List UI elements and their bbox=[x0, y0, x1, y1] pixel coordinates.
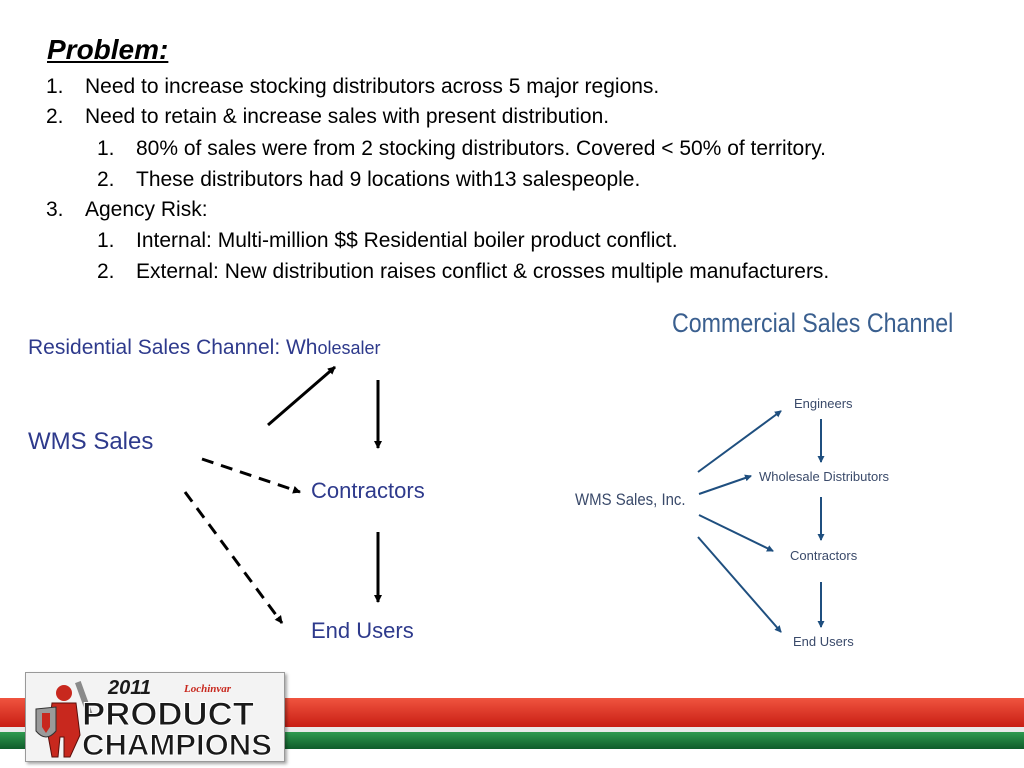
list-number: 2. bbox=[97, 260, 115, 283]
knight-icon bbox=[35, 681, 93, 758]
arrow-com-wms-to-contractors bbox=[698, 514, 774, 552]
commercial-channel-title: Commercial Sales Channel bbox=[672, 308, 954, 338]
arrow-com-wms-to-engineers bbox=[697, 410, 782, 473]
residential-channel-title: Residential Sales Channel: Wholesaler bbox=[28, 334, 381, 362]
residential-end-users-label: End Users bbox=[311, 618, 414, 643]
list-number: 1. bbox=[97, 137, 115, 160]
problem-title: Problem: bbox=[47, 34, 169, 65]
list-text: Internal: Multi-million $$ Residential b… bbox=[136, 229, 678, 252]
residential-wms-sales-label: WMS Sales bbox=[28, 428, 154, 455]
channel-arrows bbox=[183, 365, 825, 633]
list-number: 2. bbox=[97, 168, 115, 191]
commercial-wholesale-label: Wholesale Distributors bbox=[759, 469, 890, 484]
list-number: 3. bbox=[46, 198, 64, 221]
product-champions-logo: 2011 Lochinvar PRODUCT CHAMPIONS bbox=[25, 672, 285, 762]
arrow-com-wms-to-wholesale bbox=[698, 474, 752, 495]
residential-title-main: Residential Sales Channel: Wh bbox=[28, 336, 318, 359]
arrow-wms-to-wholesaler bbox=[267, 365, 336, 427]
list-text: 80% of sales were from 2 stocking distri… bbox=[136, 137, 826, 160]
list-number: 1. bbox=[46, 75, 64, 98]
commercial-wms-label: WMS Sales, Inc. bbox=[575, 490, 686, 509]
list-number: 1. bbox=[97, 229, 115, 252]
dashed-arrow-wms-to-contractors bbox=[201, 457, 301, 494]
commercial-contractors-label: Contractors bbox=[790, 548, 858, 563]
residential-contractors-label: Contractors bbox=[311, 478, 425, 503]
logo-year: 2011 bbox=[107, 677, 151, 699]
logo-brand: Lochinvar bbox=[183, 683, 232, 695]
list-text: Need to retain & increase sales with pre… bbox=[85, 105, 610, 128]
residential-title-small: olesaler bbox=[317, 338, 381, 358]
logo-graphic: 2011 Lochinvar PRODUCT CHAMPIONS bbox=[35, 677, 273, 761]
dashed-arrow-wms-to-end-users bbox=[183, 491, 284, 624]
list-text: Agency Risk: bbox=[85, 198, 208, 221]
list-number: 2. bbox=[46, 105, 64, 128]
commercial-end-users-label: End Users bbox=[793, 634, 854, 649]
list-text: These distributors had 9 locations with1… bbox=[136, 168, 641, 191]
arrow-com-wms-to-end-users bbox=[697, 536, 782, 633]
list-text: Need to increase stocking distributors a… bbox=[85, 75, 660, 98]
logo-line2: CHAMPIONS bbox=[82, 729, 272, 761]
commercial-engineers-label: Engineers bbox=[794, 396, 853, 411]
list-text: External: New distribution raises confli… bbox=[136, 260, 830, 283]
logo-line1: PRODUCT bbox=[82, 696, 254, 732]
